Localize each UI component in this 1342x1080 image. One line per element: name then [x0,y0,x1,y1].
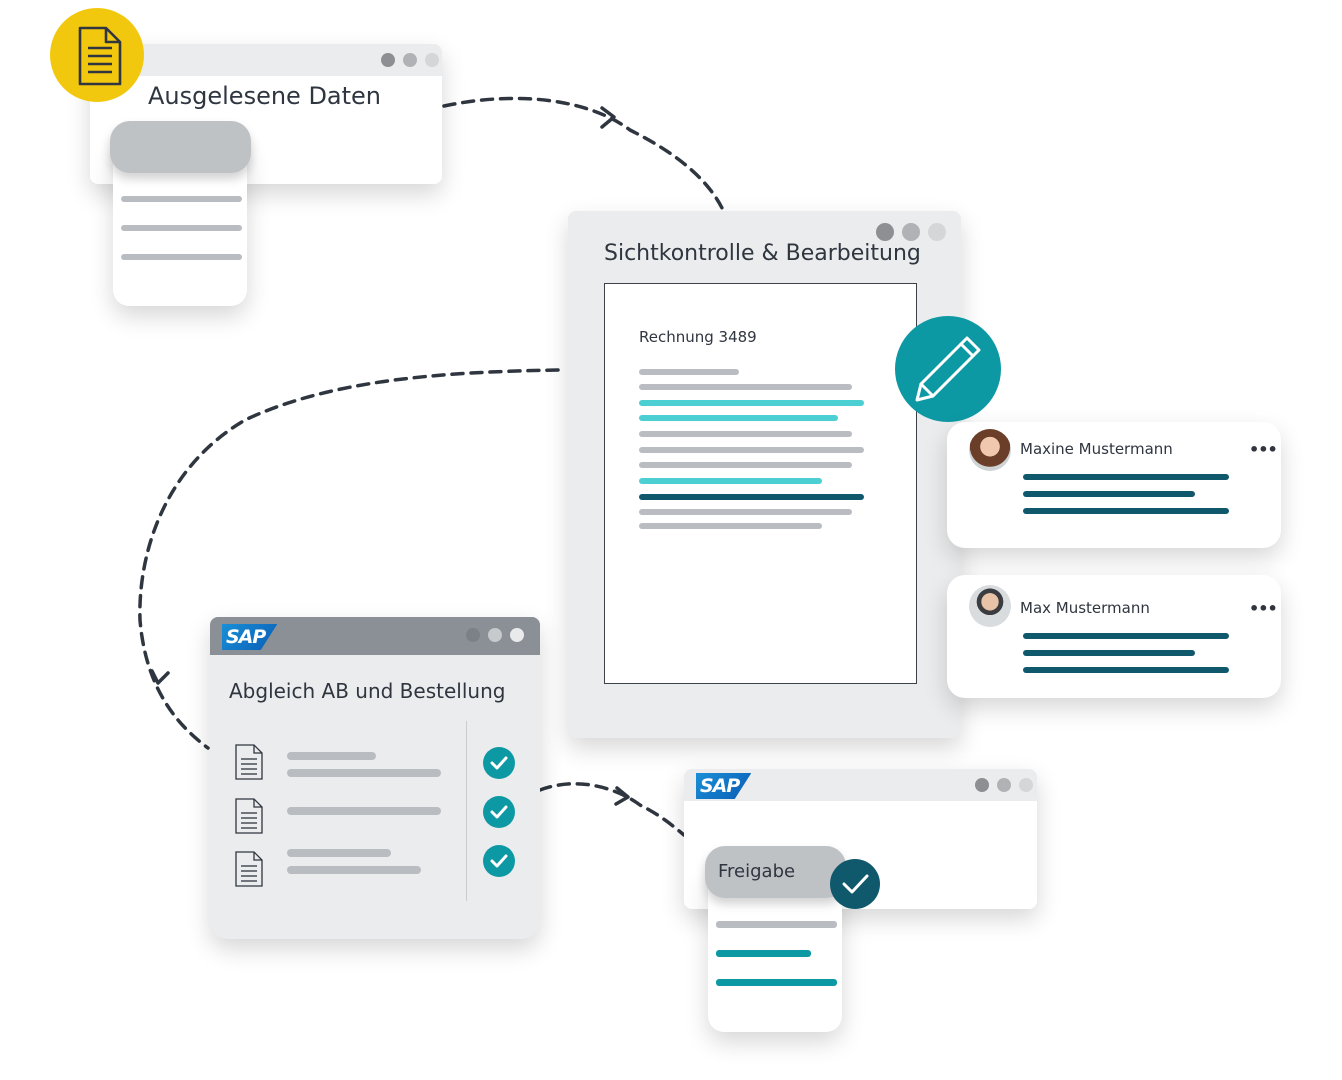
arrowhead-match [150,669,170,685]
document-badge [50,8,144,102]
extracted-data-pill [110,121,251,173]
invoice-number: Rechnung 3489 [639,328,757,346]
comment-author: Max Mustermann [1020,599,1150,617]
match-title: Abgleich AB und Bestellung [229,679,506,703]
extracted-data-title: Ausgelesene Daten [148,82,382,110]
match-window: SAP Abgleich AB und Bestellung [210,617,540,939]
connector-match-to-approval [538,782,686,837]
review-window: Sichtkontrolle & Bearbeitung Rechnung 34… [568,211,961,738]
more-options-icon[interactable]: ••• [1249,599,1278,618]
comment-author: Maxine Mustermann [1020,440,1173,458]
check-icon [483,796,515,828]
window-controls [381,53,439,67]
comment-card: Maxine Mustermann ••• [947,422,1281,548]
approved-check-icon [830,859,880,909]
arrowhead-approval [614,786,630,806]
check-icon [483,845,515,877]
window-controls [975,778,1033,792]
pencil-icon [915,336,981,402]
connector-review-to-match [138,368,560,750]
divider [466,721,467,901]
approval-pill[interactable]: Freigabe [705,846,846,898]
document-icon [235,744,263,780]
avatar [969,429,1011,471]
edit-button[interactable] [895,316,1001,422]
invoice-document: Rechnung 3489 [604,283,917,684]
connector-extracted-to-review [442,96,724,210]
document-icon [235,851,263,887]
approval-label: Freigabe [718,861,796,882]
arrowhead-review [600,106,616,129]
document-icon [235,798,263,834]
window-controls [876,223,946,241]
window-controls [466,628,524,642]
document-icon [78,26,122,86]
more-options-icon[interactable]: ••• [1249,440,1278,459]
check-icon [483,747,515,779]
approval-card [708,872,842,1032]
avatar [969,585,1011,627]
comment-card: Max Mustermann ••• [947,575,1281,698]
review-title: Sichtkontrolle & Bearbeitung [604,241,921,266]
